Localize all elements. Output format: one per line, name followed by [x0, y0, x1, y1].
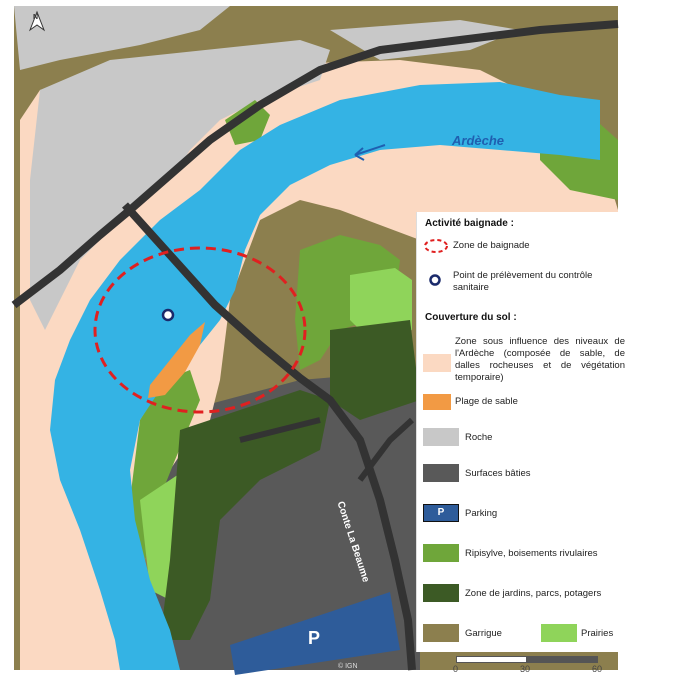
rock-area-corner — [14, 6, 230, 70]
legend-swatch — [423, 544, 459, 562]
gardens-area — [160, 390, 330, 640]
legend-item-rock: Roche — [417, 426, 631, 446]
north-label: N — [33, 14, 39, 21]
legend-label: Prairies — [581, 628, 614, 639]
parking-symbol: P — [308, 628, 321, 648]
copyright-label: © IGN — [338, 663, 358, 670]
scale-tick: 30 — [520, 664, 531, 674]
sampling-point[interactable] — [161, 308, 175, 322]
road-bridge — [122, 202, 416, 671]
ripisylve-right — [295, 235, 400, 370]
scale-bar-segment — [456, 656, 528, 663]
legend-label: Zone de baignade — [453, 240, 530, 251]
dashed-ellipse-icon — [424, 239, 448, 253]
scale-bar-segment — [526, 656, 598, 663]
legend-swatch: P — [423, 504, 459, 522]
ripisylve-top — [225, 100, 270, 145]
legend-swatch — [541, 624, 577, 642]
legend-swatch — [423, 354, 451, 372]
flow-arrow-head — [354, 147, 365, 161]
legend-label: Garrigue — [465, 628, 502, 639]
road-lower-right — [357, 417, 415, 482]
scale-bar: 0 30 60 — [452, 652, 612, 682]
legend-item-bathing-zone: Zone de baignade — [417, 236, 631, 256]
legend-label: Zone sous influence des niveaux de l'Ard… — [455, 336, 625, 383]
flow-arrow-icon — [354, 144, 386, 156]
river-ardeche — [50, 82, 600, 670]
legend-label: Surfaces bâties — [465, 468, 531, 479]
legend-label: Roche — [465, 432, 493, 443]
legend-swatch — [423, 624, 459, 642]
legend-swatch — [423, 584, 459, 602]
legend-swatch — [423, 464, 459, 482]
sand-beach — [148, 322, 205, 398]
road-side — [239, 417, 321, 443]
rock-area-top — [30, 40, 330, 330]
north-arrow-icon — [28, 10, 46, 32]
place-label: Balazuc — [128, 670, 178, 685]
road-upper — [11, 20, 619, 309]
legend-swatch — [423, 394, 451, 410]
legend-item-influence-zone: Zone sous influence des niveaux de l'Ard… — [417, 334, 631, 388]
parking-area — [230, 592, 400, 675]
legend-item-sampling-point: Point de prélèvement du contrôle sanitai… — [417, 268, 631, 298]
legend-label: Parking — [465, 508, 498, 519]
legend-item-parking: P Parking — [417, 502, 631, 522]
scale-tick: 0 — [453, 664, 459, 674]
legend-label: Ripisylve, boisements rivulaires — [465, 548, 598, 559]
legend-landcover-title: Couverture du sol : — [425, 312, 517, 323]
legend-label: Point de prélèvement du contrôle sanitai… — [453, 270, 593, 293]
legend-item-garrigue: Garrigue Prairies — [417, 622, 631, 642]
legend-item-ripisylve: Ripisylve, boisements rivulaires — [417, 542, 631, 562]
legend-bathing-title: Activité baignade : — [425, 218, 514, 229]
legend-swatch — [423, 428, 459, 446]
legend-panel: Activité baignade : Zone de baignade Poi… — [416, 212, 631, 652]
river-label: Ardèche — [452, 133, 505, 148]
legend-item-built: Surfaces bâties — [417, 462, 631, 482]
legend-item-gardens: Zone de jardins, parcs, potagers — [417, 582, 631, 602]
bathing-zone[interactable] — [93, 246, 307, 414]
scale-tick: 60 — [592, 664, 603, 674]
legend-label: Zone de jardins, parcs, potagers — [465, 588, 602, 599]
gardens-area-right — [330, 320, 420, 420]
legend-label: Plage de sable — [455, 396, 518, 407]
sampling-point-icon — [429, 274, 441, 286]
legend-item-sand-beach: Plage de sable — [417, 392, 631, 412]
